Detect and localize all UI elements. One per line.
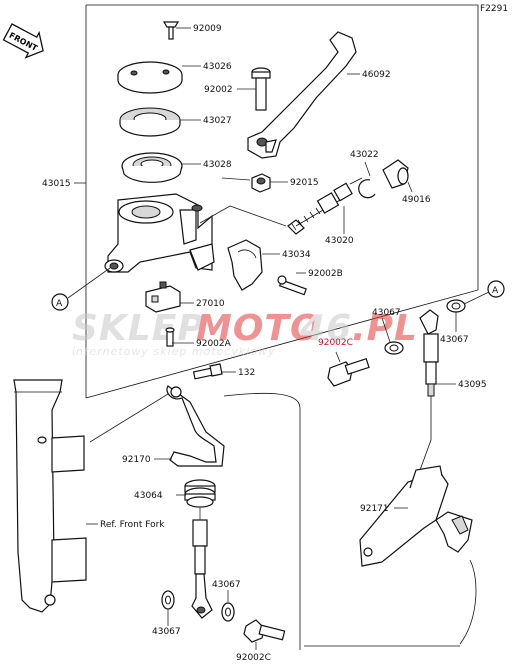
brake-switch-27010	[145, 281, 181, 313]
part-label-92170: 92170	[122, 455, 151, 465]
washer-43067-lower-left	[161, 590, 175, 610]
switch-screw-92002A	[165, 327, 175, 347]
clamp-holder-43034	[227, 239, 263, 291]
reservoir-cap-43026	[117, 61, 183, 94]
washer-43067-mid	[384, 341, 404, 355]
part-label-43015: 43015	[42, 179, 71, 189]
washer-43067-lower-right	[221, 602, 235, 622]
assembly-bracket	[85, 4, 479, 399]
watermark-brand-c: 46	[299, 308, 352, 349]
part-label-43028: 43028	[203, 160, 232, 170]
diaphragm-43028	[121, 152, 183, 183]
front-arrow-badge: FRONT	[2, 23, 44, 59]
part-label-92015: 92015	[290, 178, 319, 188]
brake-hose-lower	[191, 519, 213, 619]
brake-lever-46092	[247, 31, 357, 159]
nut-92015	[251, 173, 271, 193]
banjo-bolt-92002C	[327, 358, 370, 387]
part-label-92002A: 92002A	[196, 339, 232, 349]
hose-clamp-92170	[166, 385, 225, 467]
part-label-92002C-lower: 92002C	[236, 653, 271, 663]
watermark-brand-a: SKLEP	[72, 308, 205, 349]
brake-hose-43095	[419, 309, 439, 397]
grommet-43064	[184, 479, 216, 508]
piston-kit-43020	[287, 177, 363, 235]
figure-code: F2291	[480, 4, 508, 14]
part-label-92009: 92009	[193, 24, 222, 34]
watermark: SKLEP MOTO 46 .PL internetowy sklep moto…	[72, 308, 418, 358]
part-label-43022: 43022	[350, 150, 379, 160]
watermark-brand-d: .PL	[352, 308, 418, 349]
screw-92009	[162, 21, 180, 40]
watermark-tagline: internetowy sklep motocyklowy	[72, 345, 276, 358]
banjo-bolt-92002C-lower	[243, 619, 286, 643]
part-label-43067-right: 43067	[440, 335, 469, 345]
part-label-92171: 92171	[360, 504, 389, 514]
front-fork	[13, 379, 87, 613]
part-label-92002: 92002	[204, 85, 233, 95]
part-label-ref-front-fork: Ref. Front Fork	[100, 520, 165, 530]
part-label-43034: 43034	[282, 250, 311, 260]
part-label-132: 132	[238, 368, 255, 378]
part-label-43067-lower-left: 43067	[152, 627, 181, 637]
part-label-92002C-mid: 92002C	[318, 338, 353, 348]
part-label-43064: 43064	[134, 491, 163, 501]
clamp-bolts-92002B	[277, 275, 307, 296]
pivot-bolt-92002	[251, 67, 271, 111]
washer-43067-right	[446, 299, 466, 313]
part-label-46092: 46092	[362, 70, 391, 80]
part-label-92002B: 92002B	[308, 269, 343, 279]
hose-bracket-92171	[359, 465, 473, 567]
bolt-132	[192, 363, 223, 380]
part-label-49016: 49016	[402, 195, 431, 205]
reference-a-right-label: A	[492, 286, 499, 296]
dust-boot-49016	[382, 159, 409, 189]
part-label-43067-lower-right: 43067	[212, 580, 241, 590]
plate-43027	[119, 107, 181, 137]
part-label-27010: 27010	[196, 299, 225, 309]
master-cylinder-43015	[104, 193, 215, 273]
part-label-43067-mid: 43067	[372, 308, 401, 318]
part-label-43027: 43027	[203, 116, 232, 126]
reference-a-left-label: A	[56, 299, 63, 309]
reference-a-right	[487, 280, 505, 298]
part-label-43020: 43020	[325, 236, 354, 246]
reference-a-left	[51, 293, 69, 311]
part-label-43026: 43026	[203, 62, 232, 72]
watermark-brand-b: MOTO	[196, 308, 322, 349]
part-label-43095: 43095	[458, 380, 487, 390]
circlip-43022	[358, 179, 376, 199]
